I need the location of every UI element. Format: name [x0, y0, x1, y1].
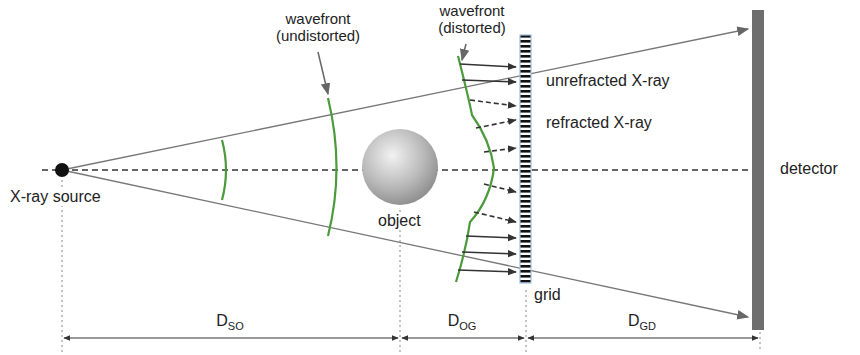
wavefront-label: wavefront (undistorted) [261, 10, 375, 45]
unrefracted-ray [462, 252, 516, 254]
dimension-label: DOG [446, 312, 479, 333]
unrefracted-ray [458, 270, 516, 272]
leader-arrow [462, 44, 466, 60]
leader-arrow [318, 52, 328, 94]
unrefracted-ray [462, 80, 516, 82]
grid-label: grid [532, 286, 563, 304]
refracted-ray [474, 212, 516, 222]
unrefracted-ray [466, 236, 516, 238]
ray-label: unrefracted X-ray [544, 72, 672, 90]
ray-label: refracted X-ray [544, 114, 654, 132]
refracted-ray [476, 120, 516, 128]
unrefracted-ray [460, 64, 516, 67]
refracted-ray [470, 100, 516, 106]
object-sphere [362, 129, 438, 205]
source-label: X-ray source [8, 188, 103, 206]
dimension-extension [62, 180, 760, 352]
distorted-wavefront [456, 56, 494, 282]
wavefront-arc [328, 98, 337, 236]
grating-grid [520, 35, 531, 283]
refracted-ray [484, 184, 516, 192]
wavefront-arc [222, 140, 226, 200]
refracted-ray [484, 148, 516, 152]
source-dot [55, 163, 69, 177]
dimension-label: DSO [214, 312, 245, 333]
wavefront-label: wavefront (distorted) [420, 2, 524, 37]
dimension-arrow [64, 337, 758, 338]
detector-plate [752, 10, 764, 330]
dimension-label: DGD [626, 312, 658, 333]
object-label: object [376, 212, 423, 230]
detector-label: detector [778, 160, 840, 178]
